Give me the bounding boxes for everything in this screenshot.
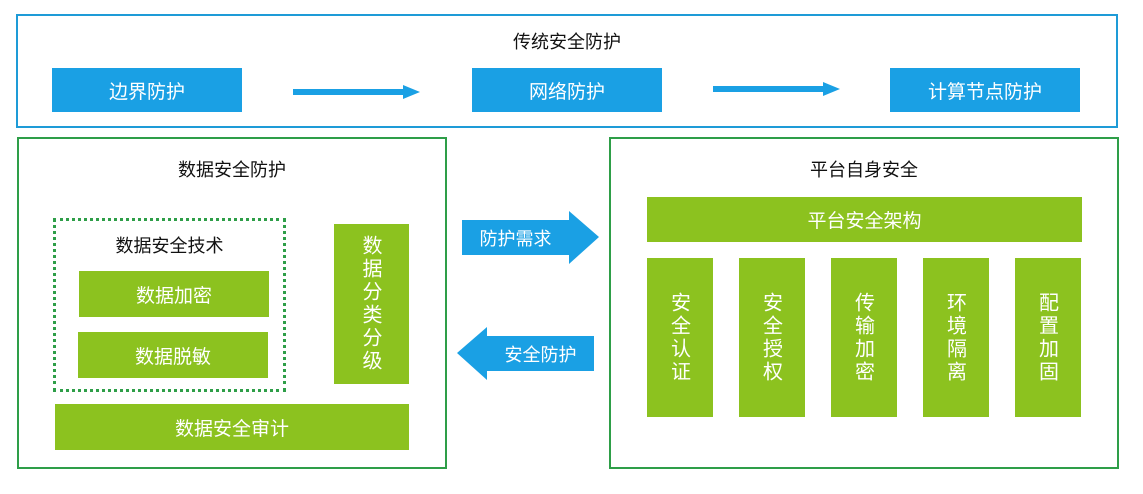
platform-architecture-box: 平台安全架构: [647, 197, 1082, 242]
platform-column-environment-isolation: 环境隔离: [923, 258, 989, 417]
data-security-tech-group: [53, 218, 286, 392]
platform-column-label: 安全授权: [759, 291, 784, 384]
traditional-security-frame: [16, 14, 1118, 128]
security-protection-label: 安全防护: [504, 344, 577, 366]
platform-column-label: 传输加密: [851, 291, 876, 384]
platform-security-title: 平台自身安全: [810, 160, 918, 181]
security-protection-arrow: 安全防护: [457, 327, 594, 380]
data-security-title: 数据安全防护: [178, 160, 286, 181]
traditional-security-title: 传统安全防护: [513, 32, 621, 53]
platform-security-frame: [609, 137, 1119, 469]
protection-demand-arrow: 防护需求: [462, 211, 599, 264]
platform-column-configuration-hardening: 配置加固: [1015, 258, 1081, 417]
platform-column-label: 安全认证: [667, 291, 692, 384]
protection-demand-label: 防护需求: [479, 228, 552, 250]
platform-column-label: 环境隔离: [943, 291, 968, 384]
data-security-tech-title: 数据安全技术: [115, 236, 224, 257]
platform-column-transport-encryption: 传输加密: [831, 258, 897, 417]
platform-column-label: 配置加固: [1035, 291, 1060, 384]
boundary-protection-box: 边界防护: [52, 68, 242, 112]
platform-column-authorization: 安全授权: [739, 258, 805, 417]
data-classification-box: 数据分类分级: [334, 224, 409, 384]
flow-arrow-2: [713, 82, 840, 96]
data-encryption-box: 数据加密: [79, 271, 269, 317]
data-audit-box: 数据安全审计: [55, 404, 409, 450]
flow-arrow-1: [293, 85, 420, 99]
network-protection-box: 网络防护: [472, 68, 662, 112]
compute-node-protection-box: 计算节点防护: [890, 68, 1080, 112]
data-classification-label: 数据分类分级: [359, 235, 383, 373]
data-security-frame: [17, 137, 447, 469]
platform-column-authentication: 安全认证: [647, 258, 713, 417]
data-masking-box: 数据脱敏: [78, 332, 268, 378]
